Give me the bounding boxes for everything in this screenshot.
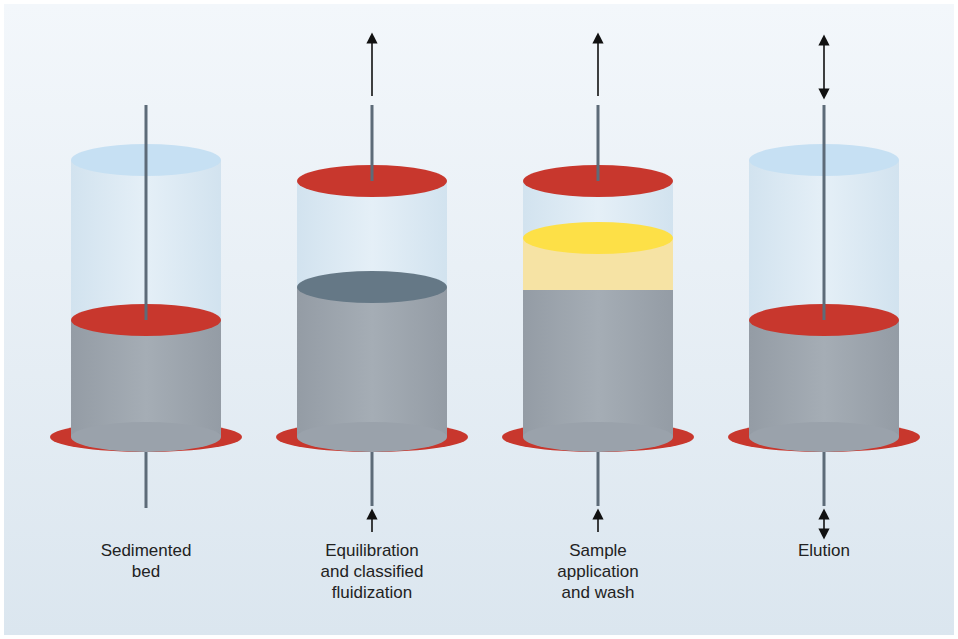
column-1 — [50, 105, 242, 508]
step-caption: Sample application and wash — [542, 540, 654, 603]
step-caption: Elution — [768, 540, 880, 561]
step-caption: Equilibration and classified fluidizatio… — [316, 540, 428, 603]
step-caption: Sedimented bed — [90, 540, 202, 582]
column-3 — [502, 38, 694, 532]
column-4 — [728, 40, 920, 534]
column-2 — [276, 38, 468, 532]
